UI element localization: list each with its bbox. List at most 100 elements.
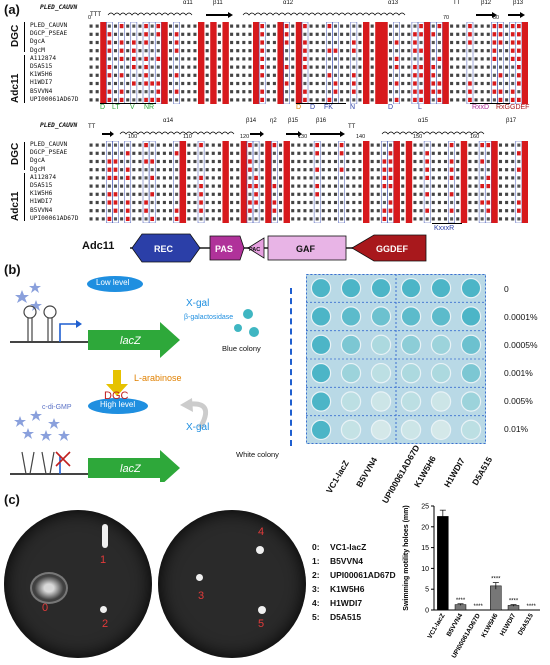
residue-mark (272, 208, 277, 213)
residue-mark (113, 57, 118, 61)
residue-mark (431, 98, 435, 102)
residue-mark (181, 73, 185, 77)
seq-name: B5VVN4 (30, 87, 53, 95)
residue-mark (272, 40, 276, 45)
residue-mark (230, 209, 234, 213)
residue-mark (443, 217, 448, 221)
residue-mark (211, 151, 215, 155)
residue-mark (230, 32, 234, 36)
residue-mark (132, 90, 136, 94)
residue-mark (425, 192, 429, 197)
residue-mark (505, 65, 509, 69)
residue-mark (175, 200, 179, 205)
residue-mark (205, 159, 209, 164)
residue-mark (236, 90, 240, 94)
residue-mark (340, 49, 344, 53)
residue-mark (205, 168, 209, 172)
residue-mark (303, 151, 307, 155)
residue-mark (480, 176, 484, 180)
residue-mark (309, 24, 313, 28)
residue-mark (260, 81, 264, 86)
residue-mark (236, 184, 240, 188)
residue-mark (297, 151, 301, 155)
cdigmp-text: c-di-GMP (42, 404, 72, 411)
residue-mark (382, 184, 387, 189)
colony-spot (310, 391, 332, 412)
rec-domain (131, 233, 201, 263)
residue-mark (120, 65, 124, 69)
panel-b-label: (b) (4, 262, 21, 277)
residue-mark (89, 90, 93, 94)
residue-mark (327, 151, 331, 155)
residue-mark (456, 200, 460, 205)
residue-mark (401, 143, 405, 147)
residue-mark (505, 200, 509, 205)
residue-mark (492, 98, 496, 102)
high-level-ellipse (88, 398, 148, 414)
ss-ttt: TTT (90, 12, 101, 18)
y-tick-label: 5 (425, 587, 429, 594)
residue-mark (113, 143, 118, 147)
residue-mark (443, 168, 448, 172)
residue-mark (315, 143, 319, 148)
residue-mark (211, 168, 215, 172)
block2-ruler: 100 110 120 130 140 150 160 (128, 134, 480, 140)
residue-mark (168, 209, 173, 213)
residue-mark (89, 73, 93, 77)
residue-mark (205, 90, 209, 94)
residue-mark (272, 143, 277, 148)
residue-mark (248, 167, 252, 172)
residue-mark (498, 97, 503, 102)
residue-mark (401, 81, 405, 86)
conserved-column (521, 141, 529, 223)
residue-mark (217, 73, 221, 77)
residue-mark (126, 192, 130, 196)
residue-mark (156, 192, 160, 196)
residue-mark (450, 90, 454, 94)
residue-mark (150, 73, 154, 77)
residue-mark (346, 98, 350, 102)
residue-mark (413, 200, 417, 205)
residue-mark (505, 81, 509, 86)
residue-mark (125, 175, 130, 180)
residue-mark (230, 98, 234, 102)
seq-name: PLED_CAUVN (30, 141, 68, 148)
residue-mark (95, 159, 99, 164)
residue-mark (144, 217, 148, 221)
residue-mark (303, 56, 307, 61)
residue-mark (113, 49, 118, 53)
residue-mark (358, 32, 362, 36)
residue-mark (254, 168, 258, 172)
residue-mark (144, 81, 148, 86)
block2-adc11-label: Adc11 (10, 191, 21, 221)
residue-mark (468, 200, 472, 205)
residue-mark (437, 176, 441, 180)
residue-mark (474, 151, 478, 155)
residue-mark (205, 40, 209, 45)
residue-mark (468, 40, 472, 45)
bar (437, 516, 449, 611)
residue-mark (89, 200, 93, 205)
residue-mark (474, 200, 478, 205)
residue-mark (181, 24, 185, 28)
residue-mark (175, 24, 179, 28)
residue-mark (352, 89, 356, 94)
plate-label: 4 (258, 526, 265, 538)
residue-mark (230, 81, 234, 86)
conserved-column (100, 22, 107, 104)
residue-mark (132, 32, 136, 36)
residue-mark (144, 24, 148, 29)
block1-names: PLED_CAUVN DGCP_PSEAE DgcA DgcM A112874 … (30, 22, 78, 104)
residue-mark (168, 192, 173, 196)
block1-ss-labels: α11 β11 α12 α13 TT β12 β13 (183, 0, 524, 6)
residue-mark (168, 81, 173, 86)
residue-mark (492, 40, 497, 45)
residue-mark (407, 32, 411, 36)
residue-mark (468, 73, 472, 77)
residue-mark (346, 32, 350, 36)
residue-mark (419, 159, 423, 164)
residue-mark (236, 159, 240, 164)
residue-mark (217, 143, 221, 147)
residue-mark (309, 192, 313, 196)
residue-mark (358, 217, 362, 221)
